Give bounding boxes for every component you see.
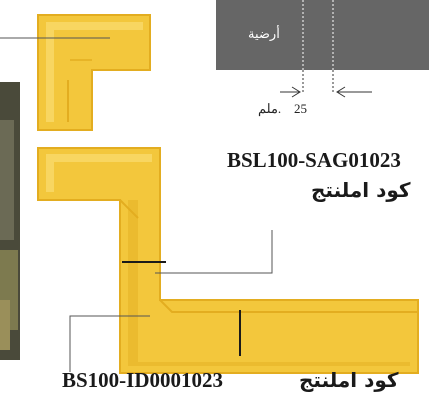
bottom-product-label: كود املنتج <box>299 368 399 392</box>
corner-profile-top <box>37 14 151 131</box>
l-profile-large <box>37 147 419 374</box>
top-product-code: BSL100-SAG01023 <box>227 148 401 172</box>
photo-strip <box>0 82 20 360</box>
leader-line-bottom-product <box>69 315 150 372</box>
floor-label: أرضية <box>248 27 280 42</box>
dimension-unit: ملم. <box>258 101 282 116</box>
bottom-product-code: BS100-ID0001023 <box>62 368 224 392</box>
leader-line-top-product <box>155 230 273 274</box>
top-product-label: كود املنتج <box>311 178 411 202</box>
floor-block <box>216 0 429 70</box>
dimension-arrows <box>280 86 372 98</box>
dimension-value: 25 <box>294 101 307 116</box>
